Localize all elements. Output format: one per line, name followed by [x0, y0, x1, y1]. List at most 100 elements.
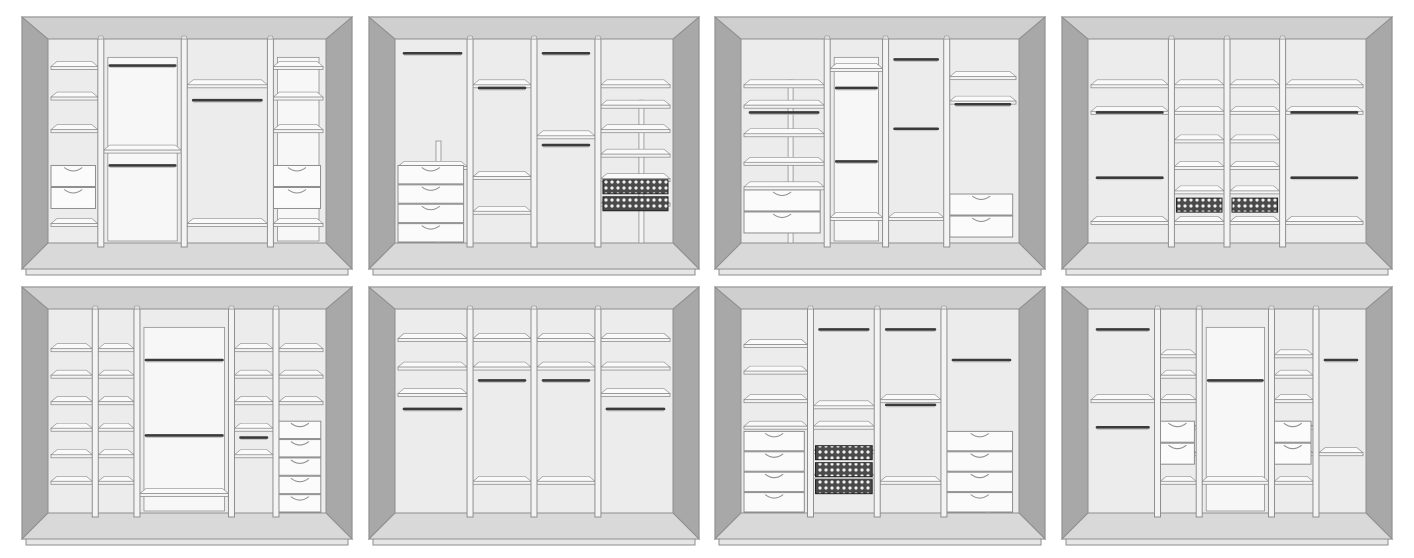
storage-basket: [1231, 197, 1279, 213]
shelf: [50, 480, 93, 485]
drawer-front: [272, 186, 322, 209]
shelf-top: [879, 475, 942, 482]
shelf-top: [743, 157, 826, 163]
column-1: [50, 61, 99, 227]
shelf: [743, 425, 808, 430]
shelf-top: [186, 218, 269, 224]
shelf: [472, 338, 532, 342]
wardrobe-7: [713, 285, 1047, 546]
floor-panel: [713, 242, 1047, 270]
plinth: [372, 268, 696, 276]
shelf: [50, 427, 93, 432]
drawer: [397, 203, 465, 224]
left-side-panel: [368, 285, 396, 541]
partition-cap: [1312, 305, 1320, 310]
shelf-top: [186, 79, 269, 86]
shelf-top: [812, 400, 876, 407]
shelf-top: [97, 475, 135, 482]
drawer-handle-icon: [764, 433, 784, 438]
shelf: [743, 344, 808, 348]
partition-cap: [266, 35, 274, 40]
drawer-handle-icon: [772, 191, 792, 196]
top-panel: [20, 286, 354, 310]
shelf-top: [272, 61, 324, 67]
shelf-top: [1273, 369, 1314, 376]
drawer-handle-icon: [421, 205, 441, 211]
wardrobe-5: [20, 285, 354, 546]
shelf-top: [887, 212, 945, 218]
shelf-top: [50, 369, 94, 376]
drawer: [397, 184, 465, 204]
drawer-front: [743, 211, 821, 234]
shelf: [1274, 354, 1314, 359]
shelf: [97, 454, 135, 459]
shelf-top: [1159, 369, 1198, 376]
shelf-top: [272, 91, 324, 98]
column-1: [743, 339, 809, 513]
right-side-panel: [672, 285, 700, 541]
shelf-top: [278, 343, 324, 349]
shelf-top: [743, 79, 826, 86]
shelf: [97, 480, 135, 485]
shelf: [536, 480, 596, 485]
partition-3: [1267, 308, 1275, 518]
drawer-front: [278, 420, 322, 440]
storage-basket: [1175, 197, 1223, 213]
column-1: [1090, 328, 1156, 430]
partition-3: [594, 38, 602, 248]
shelf: [50, 401, 93, 406]
plinth: [718, 268, 1042, 276]
shelf-top: [50, 422, 94, 429]
shelf-top: [743, 128, 826, 135]
drawer: [743, 430, 805, 452]
partition-cap: [272, 305, 280, 310]
shelf: [234, 454, 274, 459]
shelf-top: [50, 449, 94, 456]
shelf-top: [97, 422, 135, 429]
drawer-handle-icon: [970, 473, 990, 479]
shelf: [97, 401, 135, 406]
drawer: [272, 164, 322, 187]
column-1: [1090, 79, 1170, 225]
drawer-front: [1160, 442, 1195, 465]
drawer: [949, 215, 1014, 238]
drawer-front: [949, 193, 1014, 216]
shelf-top: [50, 343, 94, 349]
drawer: [1273, 442, 1312, 465]
plinth: [718, 538, 1042, 546]
shelf: [1274, 374, 1314, 379]
shelf-top: [272, 124, 324, 130]
shelf: [600, 129, 671, 134]
column-3: [536, 51, 596, 148]
shelf: [472, 176, 532, 181]
drawer-handle-icon: [290, 422, 310, 428]
partition-cap: [1154, 305, 1161, 310]
floor-panel: [20, 242, 354, 270]
shelf: [743, 186, 825, 191]
shelf: [1160, 374, 1197, 379]
partition-2: [133, 308, 141, 518]
drawer-front: [397, 223, 465, 243]
drawer-front: [397, 203, 465, 224]
top-panel: [1060, 16, 1394, 40]
shelf-top: [1229, 134, 1281, 141]
wardrobe-8: [1060, 285, 1394, 546]
shelf-top: [1173, 185, 1225, 192]
drawer: [278, 457, 322, 476]
shelf: [1318, 452, 1364, 457]
drawer-handle-icon: [970, 433, 990, 438]
partition-3: [227, 308, 235, 518]
column-1: [397, 51, 468, 244]
shelf-top: [743, 99, 826, 106]
drawer-front: [50, 164, 96, 187]
drawer-front: [1273, 420, 1312, 443]
drawer: [397, 164, 465, 185]
partition-cap: [133, 305, 141, 310]
shelf: [879, 399, 942, 404]
drawer: [1273, 420, 1312, 443]
partition-cap: [97, 35, 105, 40]
drawer-handle-icon: [63, 189, 83, 194]
drawer-front: [278, 457, 322, 476]
partition-cap: [228, 305, 235, 310]
